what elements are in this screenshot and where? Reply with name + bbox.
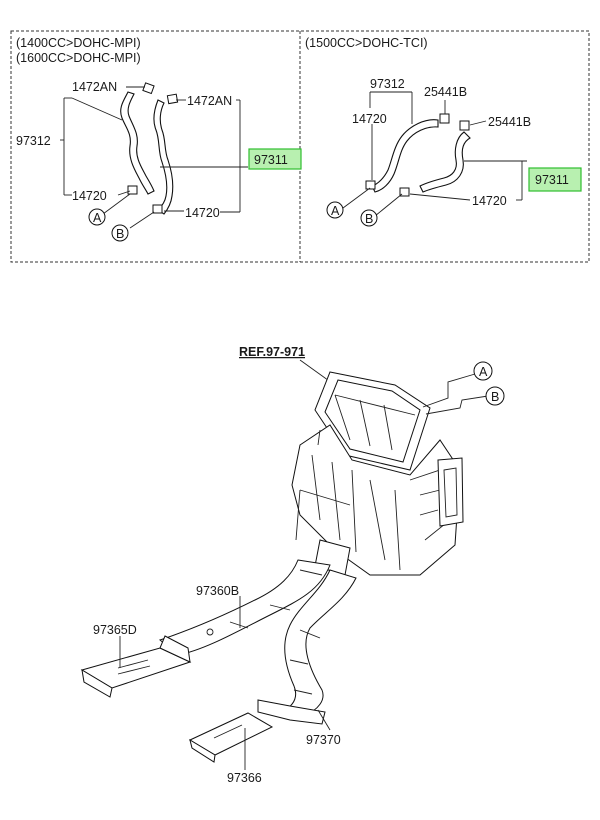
clamp-b-bottom <box>152 204 163 214</box>
left-heater-hoses <box>120 82 179 215</box>
heater-unit <box>291 371 464 576</box>
marker-b-left <box>111 224 129 242</box>
clamp-top-a-right <box>439 113 450 124</box>
label-14720-b-left: 14720 <box>185 206 220 220</box>
label-97311-right: 97311 <box>535 173 569 187</box>
clamp-top-b-right <box>459 120 470 131</box>
clamp-a-top <box>142 82 155 95</box>
highlight-97311-right <box>528 167 582 192</box>
clamp-a-bottom-right <box>365 180 376 190</box>
label-97312-left: 97312 <box>16 134 51 148</box>
marker-b-main-text: B <box>491 390 499 404</box>
clamp-a-bottom <box>127 185 138 195</box>
marker-b-right-text: B <box>365 212 373 226</box>
clamp-b-top <box>166 93 179 105</box>
engine-label-1400: (1400CC>DOHC-MPI) <box>16 36 141 50</box>
label-14720-a-right: 14720 <box>352 112 387 126</box>
engine-label-1500: (1500CC>DOHC-TCI) <box>305 36 428 50</box>
label-97360b: 97360B <box>196 584 239 598</box>
engine-label-1600: (1600CC>DOHC-MPI) <box>16 51 141 65</box>
label-97365d: 97365D <box>93 623 137 637</box>
clamp-b-bottom-right <box>399 187 410 197</box>
duct-center-97370 <box>257 569 357 725</box>
right-leader-lines <box>342 91 527 217</box>
label-97311-left: 97311 <box>254 153 288 167</box>
highlight-97311-left <box>248 148 302 170</box>
label-97370: 97370 <box>306 733 341 747</box>
marker-a-right-text: A <box>331 204 340 218</box>
duct-left-97365d <box>80 635 192 698</box>
label-1472an-a: 1472AN <box>72 80 117 94</box>
label-1472an-b: 1472AN <box>187 94 232 108</box>
label-14720-a-left: 14720 <box>72 189 107 203</box>
marker-b-left-text: B <box>116 227 124 241</box>
label-97366: 97366 <box>227 771 262 785</box>
marker-b-main <box>485 386 505 406</box>
label-97312-right: 97312 <box>370 77 405 91</box>
marker-a-right <box>326 201 344 219</box>
ref-label: REF.97-971 <box>239 345 305 359</box>
marker-a-left <box>88 208 106 226</box>
left-leader-lines <box>60 86 248 229</box>
marker-a-left-text: A <box>93 211 102 225</box>
duct-right-97366 <box>188 712 274 763</box>
marker-b-right <box>360 209 378 227</box>
main-marker-leaders <box>422 373 489 415</box>
duct-leader-lines <box>119 596 331 770</box>
label-25441b-a: 25441B <box>424 85 467 99</box>
right-heater-hoses <box>365 113 471 197</box>
marker-a-main-text: A <box>479 365 488 379</box>
label-25441b-b: 25441B <box>488 115 531 129</box>
label-14720-b-right: 14720 <box>472 194 507 208</box>
marker-a-main <box>473 361 493 381</box>
